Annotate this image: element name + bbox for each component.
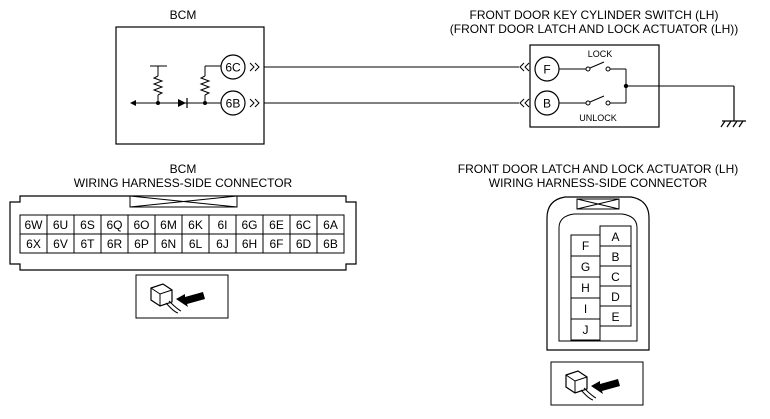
ground-symbol-icon [720,86,746,128]
actuator-cavity-label: E [611,310,619,324]
diode-icon [178,98,188,108]
actuator-cavity-j [570,318,601,341]
bcm-harness-connector: 6W 6U 6S 6Q 6O 6M 6K 6I 6G 6E 6C 6A 6X 6V 6T 6R 6P 6N 6L 6J… [9,195,357,271]
switch-title-line2: (FRONT DOOR LATCH AND LOCK ACTUATOR (LH)… [449,22,739,36]
bcm-cavity-label: 6J [216,237,229,251]
bcm-cavity-label: 6V [53,237,68,251]
actuator-cavity-label: F [582,239,589,253]
actuator-cavity-label: I [584,302,587,316]
bcm-connector-title-line2: WIRING HARNESS-SIDE CONNECTOR [73,176,293,190]
actuator-cavity-label: J [583,323,589,337]
arrow-left-icon [130,100,136,106]
bcm-pin-6c: 6C [220,54,246,80]
actuator-cavity-label: H [581,281,590,295]
actuator-cavity-label: C [611,270,620,284]
wires [249,62,530,108]
bcm-cavity-label: 6W [25,218,44,232]
bcm-cavity-label: 6E [269,218,284,232]
connector-view-icon [135,274,229,319]
actuator-connector-title-line1: FRONT DOOR LATCH AND LOCK ACTUATOR (LH) [457,162,739,176]
bcm-module: 6C 6B [115,26,265,145]
bcm-cavity-label: 6S [80,218,95,232]
lock-label: LOCK [588,49,613,59]
actuator-cavity-label: G [581,260,590,274]
bcm-cavity-label: 6X [26,237,41,251]
bcm-cavity-label: 6B [323,237,338,251]
unlock-label: UNLOCK [579,113,617,123]
bcm-cavity-label: 6T [80,237,95,251]
bcm-cavity-label: 6C [296,218,312,232]
resistor-icon [152,75,164,96]
bcm-cavity-label: 6G [241,218,257,232]
bcm-schematic-title: BCM [169,8,197,22]
actuator-pin-b: B [534,90,560,116]
actuator-cavity-label: B [611,250,619,264]
unlock-switch-blade [589,95,605,103]
bcm-cavity-label: 6D [296,237,312,251]
actuator-pin-f-label: F [543,63,550,77]
switch-contacts [559,61,734,106]
bcm-cavity-label: 6O [133,218,149,232]
switch-title-line1: FRONT DOOR KEY CYLINDER SWITCH (LH) [469,8,719,22]
actuator-pin-f: F [534,56,560,82]
resistor-icon [199,75,211,96]
bcm-pin-6b-label: 6B [226,97,241,111]
actuator-module: F B LOCK UNLOCK [529,44,734,128]
lock-switch-blade [589,61,605,69]
bcm-cavity-label: 6M [160,218,177,232]
bcm-cavity-label: 6U [53,218,68,232]
bcm-cavity-label: 6K [188,218,203,232]
bcm-cavity-label: 6F [269,237,283,251]
bcm-pin-6c-label: 6C [225,61,241,75]
bcm-connector-title-line1: BCM [169,162,197,176]
actuator-connector-title-line2: WIRING HARNESS-SIDE CONNECTOR [488,176,708,190]
actuator-pin-b-label: B [543,97,551,111]
bcm-cavity-label: 6P [134,237,149,251]
bcm-cavity-label: 6H [242,237,257,251]
actuator-cavity-label: D [611,290,620,304]
bcm-cavity-6b [316,233,345,254]
bcm-cavity-label: 6R [107,237,123,251]
actuator-cavity-label: A [611,230,619,244]
connector-view-icon [550,361,644,406]
bcm-pin-6b: 6B [220,90,246,116]
bcm-cavity-label: 6A [323,218,338,232]
bcm-cavity-label: 6L [189,237,203,251]
actuator-cavity-e [599,305,632,327]
bcm-cavity-label: 6Q [106,218,122,232]
bcm-cavity-label: 6I [217,218,227,232]
bcm-cavity-label: 6N [161,237,176,251]
